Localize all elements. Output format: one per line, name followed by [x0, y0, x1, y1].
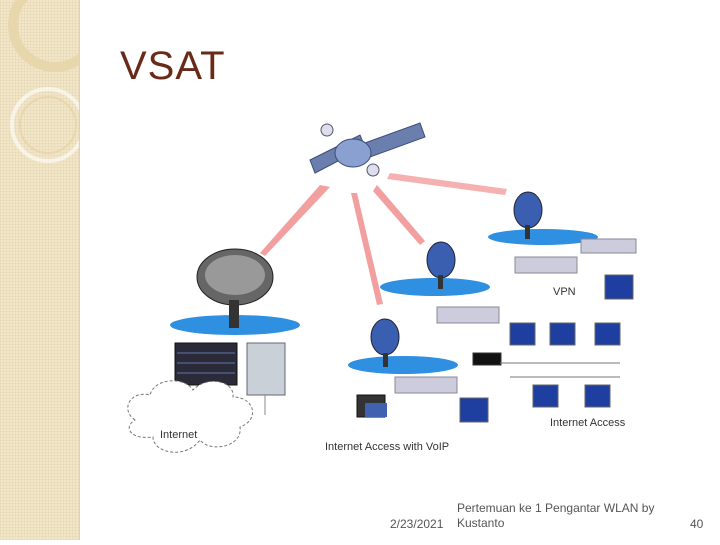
vpn-label: VPN [553, 286, 576, 298]
voip-site: Internet Access with VoIP [325, 318, 489, 453]
vsat-network-diagram: Internet VPN Internet Access Inte [127, 122, 637, 453]
sidebar-circles [8, 0, 102, 163]
lan-site: Internet Access [380, 241, 626, 429]
vpn-site: VPN [488, 191, 637, 300]
voip-label: Internet Access with VoIP [325, 441, 449, 453]
footer-date: 2/23/2021 [390, 517, 444, 531]
page-number: 40 [690, 517, 704, 531]
internet-access-label: Internet Access [550, 417, 626, 429]
decorative-sidebar [0, 0, 102, 540]
internet-cloud: Internet [127, 380, 254, 453]
sidebar-divider [79, 0, 80, 540]
signal-beams [260, 173, 507, 305]
hub-site [170, 248, 300, 415]
footer-text: Pertemuan ke 1 Pengantar WLAN by Kustant… [457, 501, 655, 530]
internet-label: Internet [160, 429, 197, 441]
satellite-icon [309, 122, 426, 177]
slide-title: VSAT [120, 44, 226, 88]
